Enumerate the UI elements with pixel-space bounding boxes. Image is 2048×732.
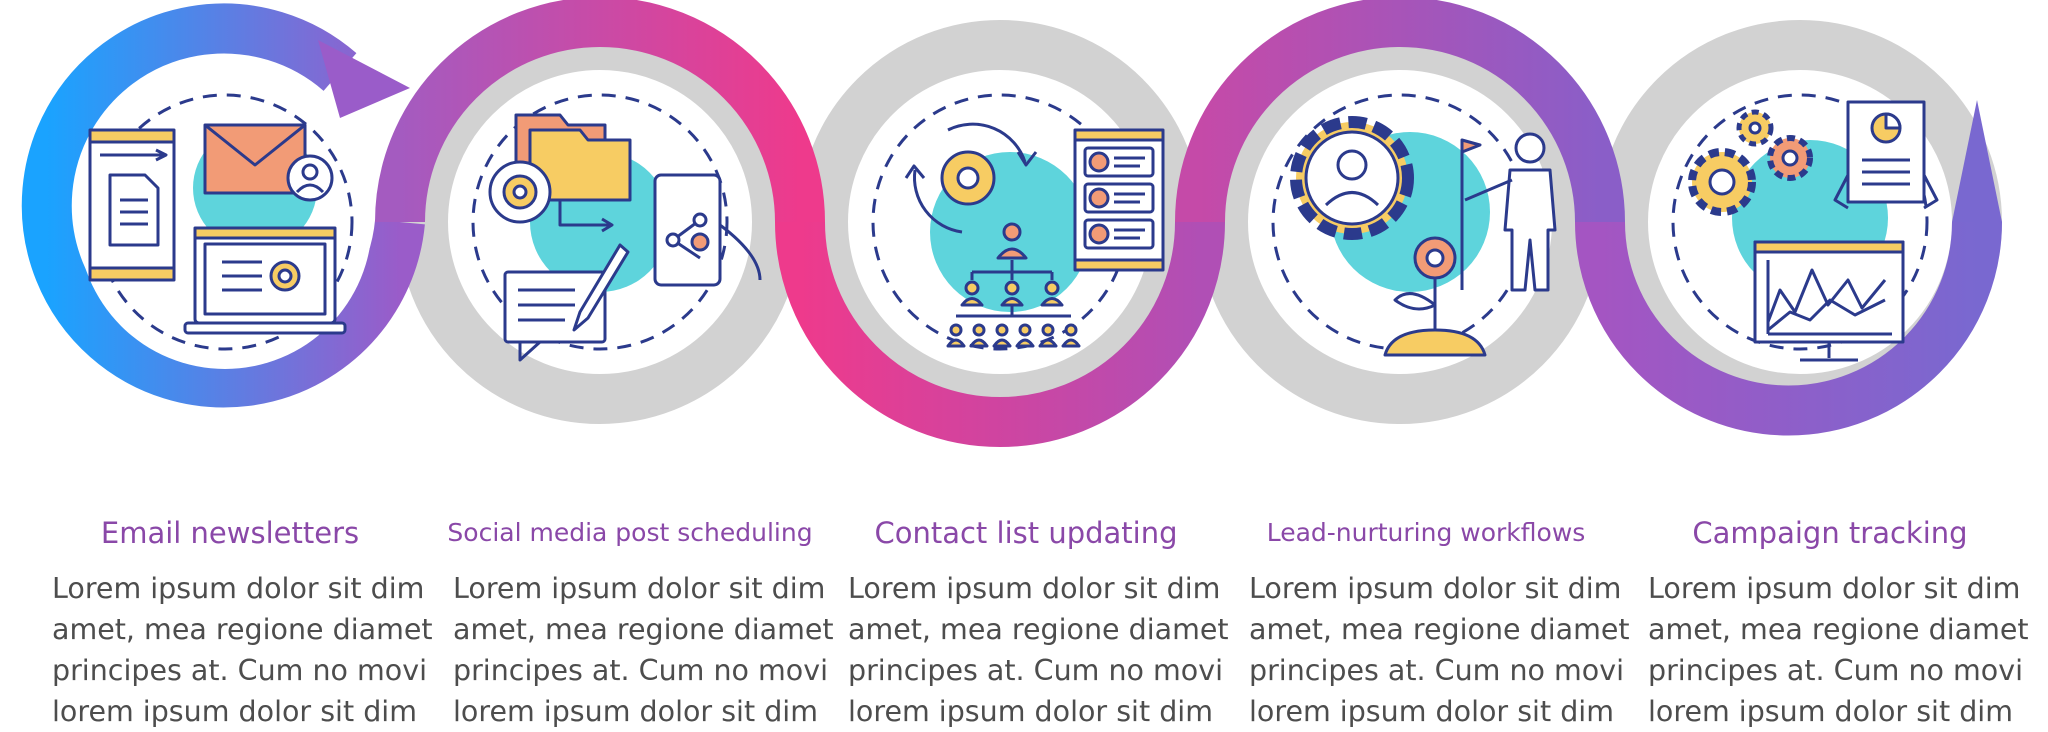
ribbon-segment-4 [1175, 0, 1625, 223]
ribbon-segment-2 [375, 0, 825, 223]
step-body-line: amet, mea regione diamet [848, 613, 1229, 646]
ribbon-arrowhead-end [1952, 100, 2002, 222]
step-body-line: principes at. Cum no movi [52, 654, 427, 687]
step-body-3: Lorem ipsum dolor sit dim amet, mea regi… [848, 568, 1229, 732]
step-body-4: Lorem ipsum dolor sit dim amet, mea regi… [1249, 568, 1630, 732]
step-body-line: principes at. Cum no movi [453, 654, 828, 687]
step-body-line: principes at. Cum no movi [848, 654, 1223, 687]
step-title-2: Social media post scheduling [447, 518, 813, 547]
step-title-5: Campaign tracking [1692, 516, 1968, 550]
lead-nurturing-icon [1290, 116, 1557, 357]
campaign-tracking-icon [1688, 100, 1939, 362]
email-newsletter-icon [88, 123, 347, 335]
ribbon-segment-5 [1575, 221, 2002, 436]
step-body-line: principes at. Cum no movi [1249, 654, 1624, 687]
step-body-2: Lorem ipsum dolor sit dim amet, mea regi… [453, 568, 834, 732]
infographic-diagram [21, 0, 2002, 447]
step-body-line: principes at. Cum no movi [1648, 654, 2023, 687]
step-body-5: Lorem ipsum dolor sit dim amet, mea regi… [1648, 568, 2029, 732]
social-media-scheduling-icon [488, 113, 762, 362]
step-body-line: Lorem ipsum dolor sit dim [848, 572, 1221, 605]
step-body-line: Lorem ipsum dolor sit dim [1249, 572, 1622, 605]
step-circle-4 [1253, 75, 1547, 369]
step-body-line: amet, mea regione diamet [52, 613, 433, 646]
ribbon-segment-1 [21, 3, 425, 408]
step-body-line: lorem ipsum dolor sit dim [52, 695, 417, 728]
step-body-line: lorem ipsum dolor sit dim [848, 695, 1213, 728]
step-body-line: Lorem ipsum dolor sit dim [1648, 572, 2021, 605]
step-title-4: Lead-nurturing workflows [1266, 518, 1586, 547]
ribbon-arrowhead-start [318, 40, 410, 118]
step-body-line: amet, mea regione diamet [1249, 613, 1630, 646]
step-title-1: Email newsletters [100, 516, 360, 550]
contact-list-icon [904, 122, 1165, 348]
step-body-line: Lorem ipsum dolor sit dim [453, 572, 826, 605]
step-title-3: Contact list updating [874, 516, 1178, 550]
step-body-line: amet, mea regione diamet [453, 613, 834, 646]
step-body-line: lorem ipsum dolor sit dim [1249, 695, 1614, 728]
ribbon-segment-3 [775, 221, 1225, 447]
step-body-1: Lorem ipsum dolor sit dim amet, mea regi… [52, 568, 433, 732]
step-body-line: Lorem ipsum dolor sit dim [52, 572, 425, 605]
step-body-line: amet, mea regione diamet [1648, 613, 2029, 646]
step-body-line: lorem ipsum dolor sit dim [1648, 695, 2013, 728]
step-body-line: lorem ipsum dolor sit dim [453, 695, 818, 728]
